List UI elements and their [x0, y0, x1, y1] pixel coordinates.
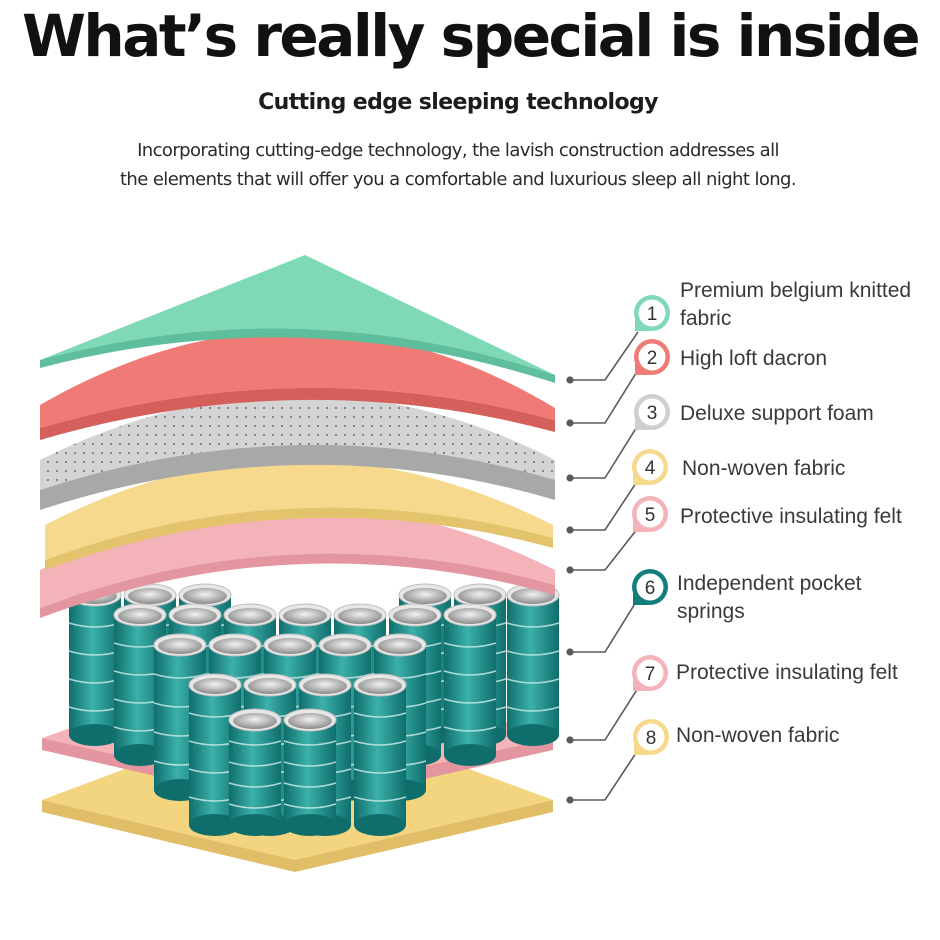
layer-4-label: Non-woven fabric	[682, 455, 845, 483]
layer-7-marker: 7	[632, 655, 668, 691]
leader-dot	[566, 419, 574, 427]
layer-3-label: Deluxe support foam	[680, 400, 874, 428]
spring-coil	[68, 583, 122, 746]
spring-coil	[443, 603, 497, 766]
layer-label-line: fabric	[680, 307, 732, 330]
layer-7-label: Protective insulating felt	[676, 659, 898, 687]
layer-1-marker: 1	[634, 295, 670, 331]
leader-line	[570, 687, 639, 741]
intro-line-2: the elements that will offer you a comfo…	[119, 169, 797, 190]
layer-number: 1	[647, 304, 658, 325]
page-subtitle: Cutting edge sleeping technology	[258, 90, 658, 115]
layer-label-line: Premium belgium knitted	[680, 279, 912, 302]
layer-label-line: Protective insulating felt	[680, 505, 902, 528]
leader-dot	[566, 736, 574, 744]
leader-lines	[566, 331, 639, 804]
layer-label-line: Independent pocket	[677, 572, 862, 595]
layer-2-high-loft-dacron	[40, 330, 555, 440]
leader-dot	[566, 526, 574, 534]
layer-number: 7	[645, 664, 656, 685]
layer-number: 8	[646, 728, 657, 749]
layer-1-label: Premium belgium knitted fabric	[680, 277, 911, 333]
spring-coil	[188, 673, 242, 836]
layer-markers: 1 2 3 4 5 6 7 8	[632, 295, 670, 755]
layer-3-deluxe-support-foam	[40, 395, 555, 510]
layer-number: 2	[647, 348, 658, 369]
leader-dot	[566, 796, 574, 804]
leader-line	[570, 749, 639, 801]
leader-line	[570, 369, 639, 424]
layer-3-marker: 3	[634, 394, 670, 430]
layer-2-label: High loft dacron	[680, 345, 827, 373]
layer-5-marker: 5	[632, 496, 668, 532]
leader-dot	[566, 566, 574, 574]
leader-line	[570, 479, 639, 531]
layer-number: 6	[645, 578, 656, 599]
spring-coil	[506, 583, 560, 746]
layer-label-line: High loft dacron	[680, 347, 828, 370]
layer-8-marker: 8	[633, 719, 669, 755]
layer-5-label: Protective insulating felt	[680, 503, 902, 531]
layer-label-line: Protective insulating felt	[676, 661, 898, 684]
layer-6-label: Independent pocket springs	[677, 570, 862, 626]
layer-number: 4	[645, 458, 656, 479]
layer-2-marker: 2	[634, 339, 670, 375]
leader-line	[570, 331, 639, 381]
layer-6-marker: 6	[632, 569, 668, 605]
leader-line	[570, 601, 637, 653]
leader-dot	[566, 376, 574, 384]
leader-line	[570, 424, 639, 479]
spring-coil	[283, 708, 337, 836]
layer-number: 3	[647, 403, 658, 424]
layer-number: 5	[645, 505, 656, 526]
leader-dot	[566, 474, 574, 482]
intro-line-1: Incorporating cutting-edge technology, t…	[137, 140, 779, 161]
layer-label-line: Non-woven fabric	[682, 457, 846, 480]
leader-dot	[566, 648, 574, 656]
layer-label-line: Deluxe support foam	[680, 402, 874, 425]
layer-label-line: springs	[677, 600, 745, 623]
spring-coil	[353, 673, 407, 836]
layer-6-pocket-springs	[68, 583, 560, 836]
leader-line	[570, 527, 639, 571]
layer-4-non-woven-fabric	[45, 460, 553, 570]
layer-1-premium-knitted-fabric	[40, 255, 555, 383]
page-title: What’s really special is inside	[21, 2, 921, 70]
intro-paragraph: Incorporating cutting-edge technology, t…	[40, 136, 876, 194]
layer-8-label: Non-woven fabric	[676, 722, 839, 750]
layer-label-line: Non-woven fabric	[676, 724, 840, 747]
layer-4-marker: 4	[632, 449, 668, 485]
spring-coil	[228, 708, 282, 836]
